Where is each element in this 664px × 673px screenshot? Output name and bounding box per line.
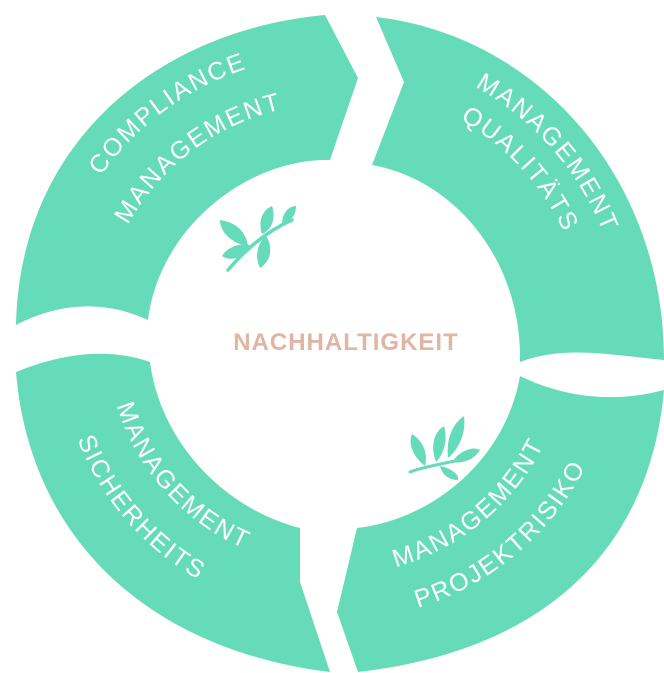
ring-segment-compliance: [16, 15, 358, 325]
ring-segment-projektrisiko: [337, 376, 664, 672]
ring-segment-qualitaets: [372, 17, 664, 362]
center-label: NACHHALTIGKEIT: [233, 329, 459, 356]
leaf-sprig-icon: [408, 416, 480, 480]
ring-segment-sicherheits: [16, 353, 330, 672]
leaf-branch-icon: [220, 206, 296, 272]
